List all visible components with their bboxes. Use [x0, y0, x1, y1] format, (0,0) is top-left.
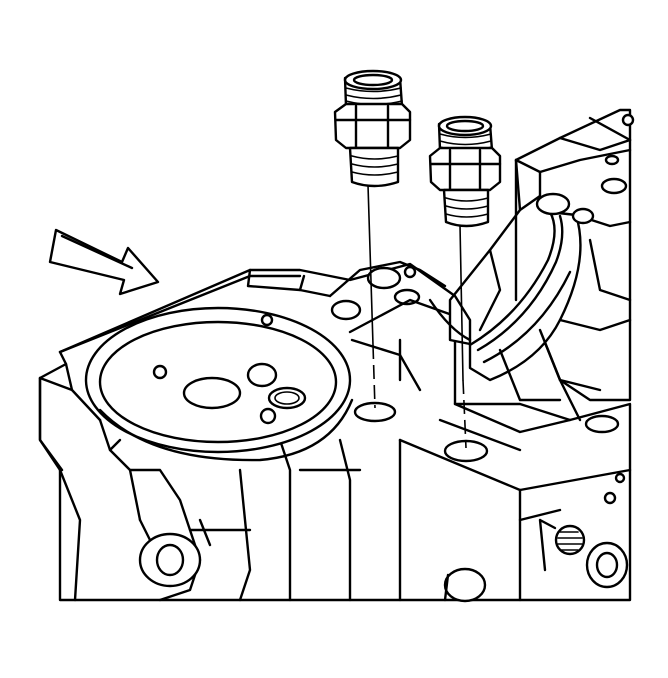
deck-passages [328, 260, 489, 463]
direction-arrow [48, 228, 160, 296]
oil-filter-mount [84, 306, 354, 462]
main-bearing-saddle [428, 108, 635, 434]
assembly-centerlines [367, 184, 467, 449]
plug-left [333, 69, 412, 188]
threaded-hole [538, 518, 586, 572]
center-port [182, 376, 242, 410]
mounting-boss [138, 532, 202, 588]
plug-hole-left [353, 401, 397, 423]
plug-right [428, 115, 502, 228]
